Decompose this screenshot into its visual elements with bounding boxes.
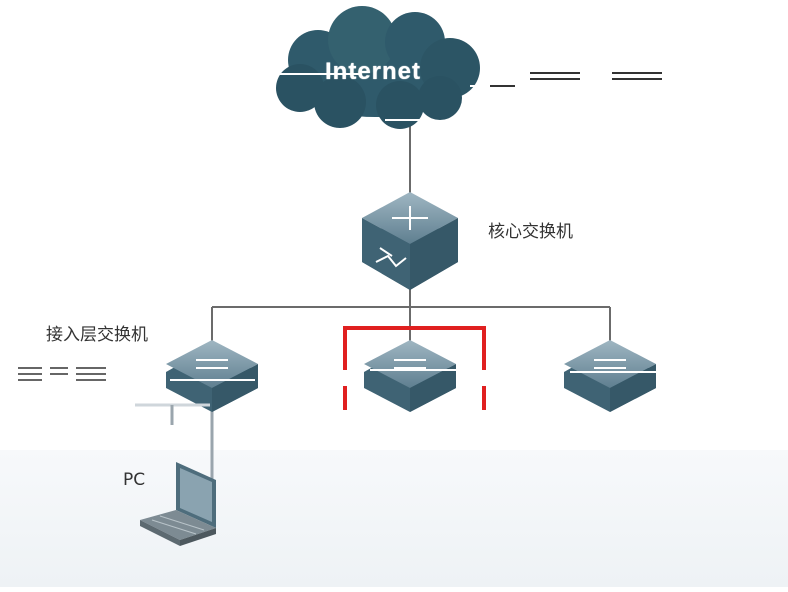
pc-label: PC: [123, 470, 146, 490]
core-switch-icon: [362, 192, 458, 290]
internet-label: Internet: [325, 58, 422, 85]
floor-band: [0, 450, 788, 587]
laptop-icon: [140, 462, 216, 546]
highlight-bracket: [343, 326, 486, 410]
access-switch-label: 接入层交换机: [46, 325, 148, 345]
connection-lines: [210, 125, 611, 480]
access-switch-icon: [364, 340, 505, 412]
glitch-lines-left: [18, 367, 106, 381]
glitch-lines-right: [490, 72, 662, 87]
access-switch-icon: [166, 340, 258, 412]
access-switch-icon: [564, 340, 690, 412]
glitch-lines-pc: [135, 403, 210, 425]
core-switch-label: 核心交换机: [488, 222, 573, 242]
